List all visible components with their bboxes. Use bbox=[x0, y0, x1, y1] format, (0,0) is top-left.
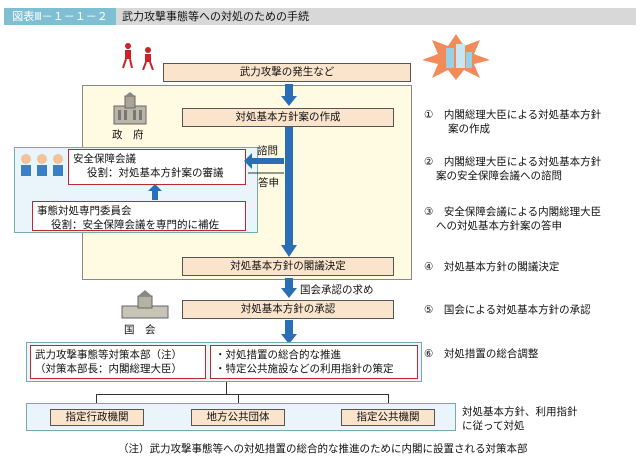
security-council-role: 役割：対処基本方針案の審議 bbox=[87, 167, 224, 179]
hq-tasks-box: ・対処措置の総合的な推進 ・特定公共施設などの利用指針の策定 bbox=[210, 345, 418, 379]
connector-mid bbox=[238, 394, 239, 404]
report-label: 答申 bbox=[258, 177, 279, 189]
diet-building-icon bbox=[121, 290, 169, 319]
attack-occurrence-box: 武力攻撃の発生など bbox=[163, 63, 411, 82]
government-building-icon bbox=[113, 92, 147, 125]
step-6: ⑥ 対処措置の総合調整 bbox=[424, 348, 539, 360]
footnote: （注）武力攻撃事態等への対処措置の総合的な推進のために内閣に設置される対策本部 bbox=[118, 443, 528, 455]
consult-label: 諮問 bbox=[257, 145, 278, 157]
security-council-box: 安全保障会議 役割：対処基本方針案の審議 bbox=[68, 149, 246, 185]
step-4: ④ 対処基本方針の閣議決定 bbox=[424, 261, 560, 273]
flow-arrow-3 bbox=[281, 278, 297, 298]
hq-chief: （対策本部長：内閣総理大臣） bbox=[35, 363, 182, 375]
diet-label: 国 会 bbox=[124, 324, 156, 336]
target-public-institutions: 指定公共機関 bbox=[341, 409, 435, 426]
government-label: 政 府 bbox=[112, 129, 144, 141]
soldiers-icon bbox=[122, 43, 154, 70]
expert-committee-role: 役割：安全保障会議を専門的に補佐 bbox=[51, 219, 219, 231]
figure-title: 武力攻撃事態等への対処のための手続 bbox=[116, 8, 636, 25]
security-council-name: 安全保障会議 bbox=[73, 153, 136, 165]
hq-task-2: ・特定公共施設などの利用指針の策定 bbox=[215, 363, 394, 375]
hq-task-1: ・対処措置の総合的な推進 bbox=[215, 349, 341, 361]
target-administrative-organs: 指定行政機関 bbox=[50, 409, 144, 426]
target-local-governments: 地方公共団体 bbox=[191, 409, 285, 426]
connector-right bbox=[388, 394, 389, 404]
step-3: ③ 安全保障会議による内閣総理大臣 への対処基本方針案の答申 bbox=[424, 206, 602, 232]
flow-arrow-4 bbox=[281, 320, 297, 344]
diet-approval-box: 対処基本方針の承認 bbox=[182, 300, 394, 319]
flow-arrow-2 bbox=[281, 127, 297, 257]
step-1: ① 内閣総理大臣による対処基本方針 案の作成 bbox=[424, 109, 602, 135]
connector-stem bbox=[226, 382, 227, 394]
figure-number: 図表Ⅲ－１－１－２ bbox=[4, 8, 116, 25]
step-2: ② 内閣総理大臣による対処基本方針 案の安全保障会議への諮問 bbox=[424, 156, 602, 182]
diet-request-label: 国会承認の求め bbox=[300, 284, 374, 296]
expert-committee-name: 事態対処専門委員会 bbox=[37, 205, 132, 217]
policy-draft-box: 対処基本方針案の作成 bbox=[182, 108, 394, 127]
consult-report-arrows bbox=[244, 153, 284, 174]
hq-name: 武力攻撃事態等対策本部（注） bbox=[35, 349, 182, 361]
explosion-icon bbox=[422, 34, 490, 80]
connector-bar bbox=[96, 394, 388, 395]
hq-box: 武力攻撃事態等対策本部（注） （対策本部長：内閣総理大臣） bbox=[30, 345, 206, 379]
flow-arrow-1 bbox=[281, 84, 297, 106]
step-5: ⑤ 国会による対処基本方針の承認 bbox=[424, 304, 591, 316]
follow-note: 対処基本方針、利用指針 に従って対処 bbox=[462, 406, 578, 432]
cabinet-decision-box: 対処基本方針の閣議決定 bbox=[182, 257, 394, 276]
connector-left bbox=[96, 394, 97, 404]
council-members-icon bbox=[21, 154, 63, 176]
expert-committee-box: 事態対処専門委員会 役割：安全保障会議を専門的に補佐 bbox=[32, 201, 246, 231]
up-arrow-icon bbox=[148, 184, 162, 200]
